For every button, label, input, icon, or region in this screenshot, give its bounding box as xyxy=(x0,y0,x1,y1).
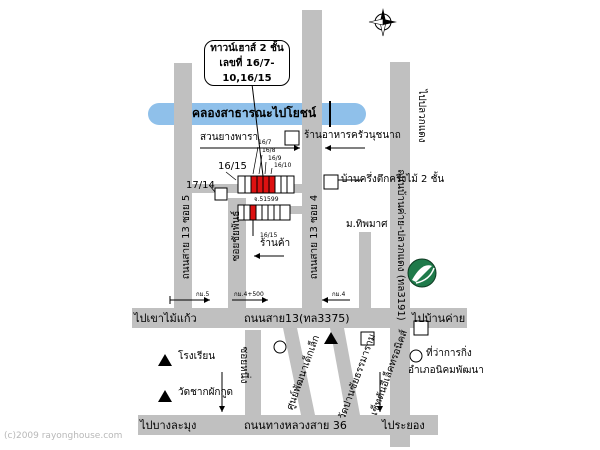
chaiyaphan-label: ซอยชัยพันธ์ xyxy=(231,210,242,262)
to-ban-khai-label: ไปบ้านค่าย xyxy=(412,312,466,325)
road-mathipmat xyxy=(359,232,371,317)
district-label-1: ที่ว่าการกิ่ง xyxy=(426,348,472,359)
house-num-16-7: 16/7 xyxy=(258,139,272,146)
soi13-4-label: ถนนสาย 13 ซอย 4 xyxy=(309,194,320,280)
target-house-16-7 xyxy=(250,175,258,194)
wood-house-label: บ้านครึ่งตึกครึ่งไม้ 2 ชั้น xyxy=(341,174,445,185)
target-house-16-10 xyxy=(268,175,276,194)
house-num-16-15-top: 16/15 xyxy=(218,161,247,172)
ban-khai-road-label: ถนนบ้านค่าย-ปลวกแดง (ทล3191) xyxy=(395,169,406,321)
callout-line-1: ทาวน์เฮาส์ 2 ชั้น xyxy=(210,43,284,54)
wat-label: วัดชากผักกูด xyxy=(178,387,234,398)
health-center-circle xyxy=(273,340,287,354)
property-callout: ทาวน์เฮาส์ 2 ชั้น เลขที่ 16/7-10,16/15 xyxy=(204,40,290,86)
km5-label: กม.5 xyxy=(196,291,210,298)
district-label-2: อำเภอนิคมพัฒนา xyxy=(408,365,484,376)
road-soi13-4 xyxy=(302,10,322,328)
to-khao-mai-kaew-label: ไปเขาไม้แก้ว xyxy=(134,312,197,325)
house-num-17-14: 17/14 xyxy=(186,180,215,191)
road-main xyxy=(132,308,467,328)
elec-box xyxy=(360,331,375,346)
house-num-16-8: 16/8 xyxy=(262,147,276,154)
restaurant-label: ร้านอาหารครัวนุชนาถ xyxy=(304,130,401,141)
wood-house-box xyxy=(323,174,339,190)
callout-line-2: เลขที่ 16/7-10,16/15 xyxy=(219,58,275,84)
road-soi13-5 xyxy=(174,63,192,328)
road-hwy36 xyxy=(138,415,438,435)
km4-label: กม.4 xyxy=(332,291,346,298)
road-diagonal-2 xyxy=(330,328,360,415)
mathipmat-label: ม.ทิพมาศ xyxy=(346,219,388,230)
wat-triangle-icon xyxy=(324,332,338,344)
watermark: (c)2009 rayonghouse.com xyxy=(4,431,123,441)
to-bang-lamung-label: ไปบางละมุง xyxy=(140,419,197,432)
soi-nueng-label: ซอยหนึ่ง xyxy=(238,346,249,384)
road-chaiyaphan xyxy=(228,198,246,328)
km4-500-label: กม.4+500 xyxy=(234,291,264,298)
compass-icon xyxy=(368,8,397,37)
canal-label: คลองสาธารณะไปโยชน์ xyxy=(192,106,317,120)
temple-triangle-icon xyxy=(158,390,172,402)
suan-yang-label: สวนยางพารา xyxy=(200,132,259,143)
house-num-16-9: 16/9 xyxy=(268,155,282,162)
house-17-14-box xyxy=(214,187,228,201)
townhouse-row-2 xyxy=(237,204,291,221)
plate-label: จ.51599 xyxy=(254,196,279,203)
target-house-16-15 xyxy=(249,204,257,221)
school-triangle-icon xyxy=(158,354,172,366)
main-road-label: ถนนสาย13(ทล3375) xyxy=(244,312,350,325)
restaurant-box xyxy=(284,130,300,146)
target-house-16-9 xyxy=(262,175,270,194)
road-soi-nueng xyxy=(245,330,261,415)
to-rayong-label: ไประยอง xyxy=(382,419,425,432)
hwy36-label: ถนนทางหลวงสาย 36 xyxy=(244,419,347,432)
district-office-circle xyxy=(409,349,423,363)
soi13-5-label: ถนนสาย 13 ซอย 5 xyxy=(181,194,192,280)
school-label: โรงเรียน xyxy=(178,351,216,362)
ptt-logo-icon xyxy=(407,258,437,288)
to-pluak-daeng-label: ไปปลวกแดง xyxy=(416,89,427,143)
house-num-16-15-bottom: 16/15 xyxy=(260,232,278,239)
house-num-16-10: 16/10 xyxy=(274,162,292,169)
district-office-box xyxy=(413,320,429,336)
road-diagonal-1 xyxy=(283,328,315,415)
road-ban-khai xyxy=(390,62,410,447)
shop-label: ร้านค้า xyxy=(260,238,291,249)
target-house-16-8 xyxy=(256,175,264,194)
